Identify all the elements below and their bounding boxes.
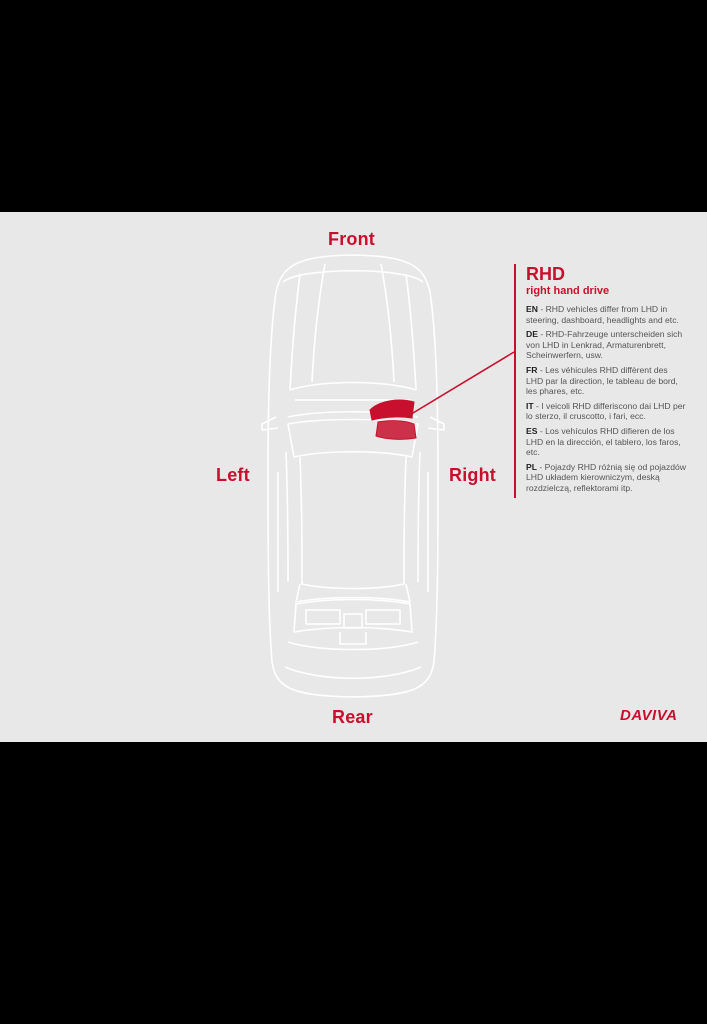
lang-code: EN — [526, 304, 538, 314]
direction-front-label: Front — [328, 229, 375, 249]
lang-de-text: DE - RHD-Fahrzeuge unterscheiden sich vo… — [526, 329, 686, 361]
lang-es-text: ES - Los vehículos RHD difieren de los L… — [526, 426, 686, 458]
lang-pl-text: PL - Pojazdy RHD różnią się od pojazdów … — [526, 462, 686, 494]
lang-code: ES — [526, 425, 538, 436]
lang-code: FR — [526, 364, 538, 375]
info-subtitle: right hand drive — [526, 285, 610, 297]
direction-rear-label: Rear — [332, 707, 373, 727]
lang-description: - Los vehículos RHD difieren de los LHD … — [526, 425, 681, 458]
car-top-view-illustration — [261, 254, 515, 698]
info-title: RHD — [526, 264, 565, 284]
lang-fr-text: FR - Les véhicules RHD diffèrent des LHD… — [526, 365, 686, 397]
direction-right-label: Right — [449, 465, 496, 485]
lang-description: - Pojazdy RHD różnią się od pojazdów LHD… — [526, 461, 687, 493]
lang-en-text: EN - RHD vehicles differ from LHD in ste… — [526, 304, 686, 325]
lang-it-text: IT - I veicoli RHD differiscono dai LHD … — [526, 401, 686, 422]
lang-description: - RHD-Fahrzeuge unterscheiden sich von L… — [526, 329, 683, 361]
diagram-panel: Front Rear Left Right RHD right hand dri… — [0, 212, 707, 742]
lang-description: - I veicoli RHD differiscono dai LHD per… — [526, 400, 686, 422]
lang-code: DE — [526, 329, 538, 340]
direction-left-label: Left — [216, 465, 250, 485]
callout-line — [407, 351, 515, 417]
car-body-outline — [267, 254, 439, 698]
lang-description: - RHD vehicles differ from LHD in steeri… — [526, 304, 679, 325]
rhd-highlight — [369, 399, 417, 440]
lang-description: - Les véhicules RHD diffèrent des LHD pa… — [526, 364, 678, 397]
lang-code: IT — [526, 400, 534, 411]
brand-logo: DAVIVA — [620, 707, 678, 724]
rhd-info-panel: RHD right hand drive EN - RHD vehicles d… — [514, 264, 686, 498]
lang-code: PL — [526, 461, 537, 472]
